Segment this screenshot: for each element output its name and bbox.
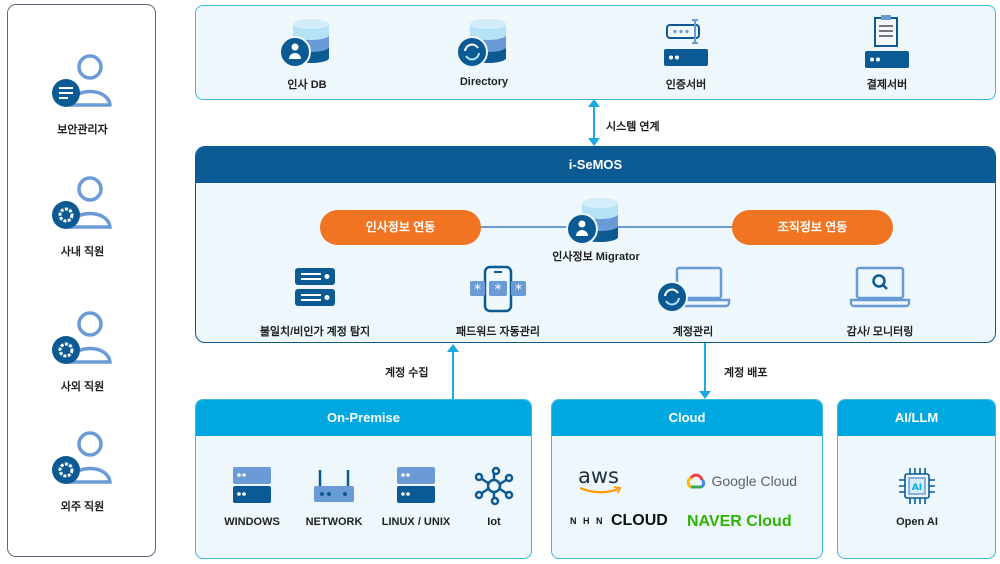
database-user-icon	[279, 19, 329, 68]
person-gear-icon	[52, 176, 112, 229]
ai-label: Open AI	[896, 516, 938, 528]
system-directory[interactable]: Directory	[424, 6, 544, 101]
user-security-admin[interactable]: 보안관리자	[8, 53, 157, 143]
feature-label: 패드워드 자동관리	[455, 326, 540, 338]
onprem-group: On-Premise WINDOWS NETWORK LINUX / UNIX	[195, 399, 532, 559]
ai-group: AI/LLM AI Open AI	[837, 399, 996, 559]
arrow-up-icon	[588, 99, 600, 107]
user-label: 외주 직원	[60, 501, 105, 513]
arrow-up-icon	[447, 344, 459, 352]
user-label: 사외 직원	[60, 381, 105, 393]
system-link-label: 시스템 연계	[606, 121, 660, 133]
onprem-label: NETWORK	[305, 516, 363, 528]
ai-chip-text: AI	[912, 483, 922, 493]
ai-title: AI/LLM	[838, 400, 995, 436]
feature-password-management[interactable]: * * * 패드워드 자동관리	[408, 265, 588, 340]
aws-logo[interactable]: aws	[578, 464, 622, 494]
arrow-down-icon	[699, 391, 711, 399]
migrator-database-icon	[566, 198, 618, 245]
system-link-connector	[593, 104, 595, 142]
google-cloud-logo[interactable]: Google Cloud	[685, 472, 797, 490]
feature-audit-monitoring[interactable]: 감사/ 모니터링	[790, 265, 970, 340]
org-sync-connector	[616, 226, 736, 228]
onprem-iot[interactable]: Iot	[449, 466, 531, 536]
account-deploy-connector	[704, 343, 706, 393]
cloud-title: Cloud	[552, 400, 822, 436]
connected-systems-box: 인사 DB Directory 인증서버	[195, 5, 996, 100]
semos-title: i-SeMOS	[196, 147, 995, 183]
aws-smile-icon	[579, 486, 622, 494]
onprem-label: LINUX / UNIX	[381, 516, 451, 528]
aws-text: aws	[578, 464, 619, 488]
database-sync-icon	[456, 19, 506, 68]
svg-text:*: *	[515, 282, 522, 298]
svg-text:*: *	[474, 282, 481, 298]
cloud-group: Cloud aws Google Cloud N H N CLOUD NAVER…	[551, 399, 823, 559]
onprem-linux-unix[interactable]: LINUX / UNIX	[371, 466, 461, 536]
arrow-down-icon	[588, 138, 600, 146]
system-payment-server[interactable]: 결제서버	[827, 6, 947, 101]
feature-label: 감사/ 모니터링	[846, 326, 914, 338]
person-list-icon	[52, 54, 112, 107]
system-label: 인사 DB	[287, 79, 327, 91]
user-label: 사내 직원	[60, 246, 105, 258]
onprem-windows[interactable]: WINDOWS	[207, 466, 297, 536]
user-external-staff[interactable]: 사외 직원	[8, 310, 157, 400]
google-cloud-text: Google Cloud	[711, 472, 798, 489]
system-label: 결제서버	[866, 79, 908, 91]
onprem-label: Iot	[487, 516, 501, 528]
users-panel: 보안관리자 사내 직원 사외 직원 외주 직원	[7, 4, 156, 557]
ai-chip-icon: AI	[899, 468, 935, 504]
person-gear-icon	[52, 431, 112, 484]
feature-label: 불일치/비인가 계정 탐지	[259, 326, 371, 338]
nhn-cloud-text: CLOUD	[610, 512, 668, 529]
semos-box: i-SeMOS 인사정보 연동 조직정보 연동 인사정보 Migrator 불일…	[195, 146, 996, 343]
person-gear-icon	[52, 311, 112, 364]
laptop-search-icon	[849, 266, 911, 308]
account-collect-connector	[452, 350, 454, 399]
svg-text:*: *	[495, 282, 502, 298]
user-internal-staff[interactable]: 사내 직원	[8, 175, 157, 265]
system-hr-db[interactable]: 인사 DB	[247, 6, 367, 101]
hr-sync-connector	[481, 226, 571, 228]
account-deploy-label: 계정 배포	[724, 367, 768, 379]
iot-hub-icon	[474, 466, 514, 506]
payment-server-icon	[865, 15, 909, 68]
ai-openai[interactable]: AI Open AI	[872, 466, 962, 536]
auth-server-icon	[664, 19, 708, 66]
account-collect-label: 계정 수집	[385, 367, 429, 379]
nhn-cloud-logo[interactable]: N H N CLOUD	[570, 512, 668, 530]
feature-mismatch-detection[interactable]: 불일치/비인가 계정 탐지	[225, 265, 405, 340]
phone-password-icon: * * *	[470, 265, 526, 313]
system-label: Directory	[459, 76, 509, 88]
system-auth-server[interactable]: 인증서버	[626, 6, 746, 101]
onprem-network[interactable]: NETWORK	[289, 466, 379, 536]
system-label: 인증서버	[665, 79, 707, 91]
naver-cloud-logo[interactable]: NAVER Cloud	[687, 513, 792, 530]
server-icon	[233, 467, 271, 503]
user-outsourced-staff[interactable]: 외주 직원	[8, 430, 157, 520]
user-label: 보안관리자	[57, 124, 108, 136]
nhn-prefix-text: N H N	[570, 516, 605, 526]
feature-account-management[interactable]: 계정관리	[603, 265, 783, 340]
laptop-sync-icon	[656, 266, 731, 311]
onprem-label: WINDOWS	[224, 516, 280, 528]
server-icon	[397, 467, 435, 503]
migrator-label: 인사정보 Migrator	[552, 251, 640, 263]
hr-sync-pill[interactable]: 인사정보 연동	[320, 210, 481, 245]
onprem-title: On-Premise	[196, 400, 531, 436]
org-sync-pill[interactable]: 조직정보 연동	[732, 210, 893, 245]
google-cloud-icon	[686, 473, 706, 489]
router-icon	[314, 470, 354, 502]
feature-label: 계정관리	[672, 326, 714, 338]
server-stack-icon	[295, 268, 335, 306]
